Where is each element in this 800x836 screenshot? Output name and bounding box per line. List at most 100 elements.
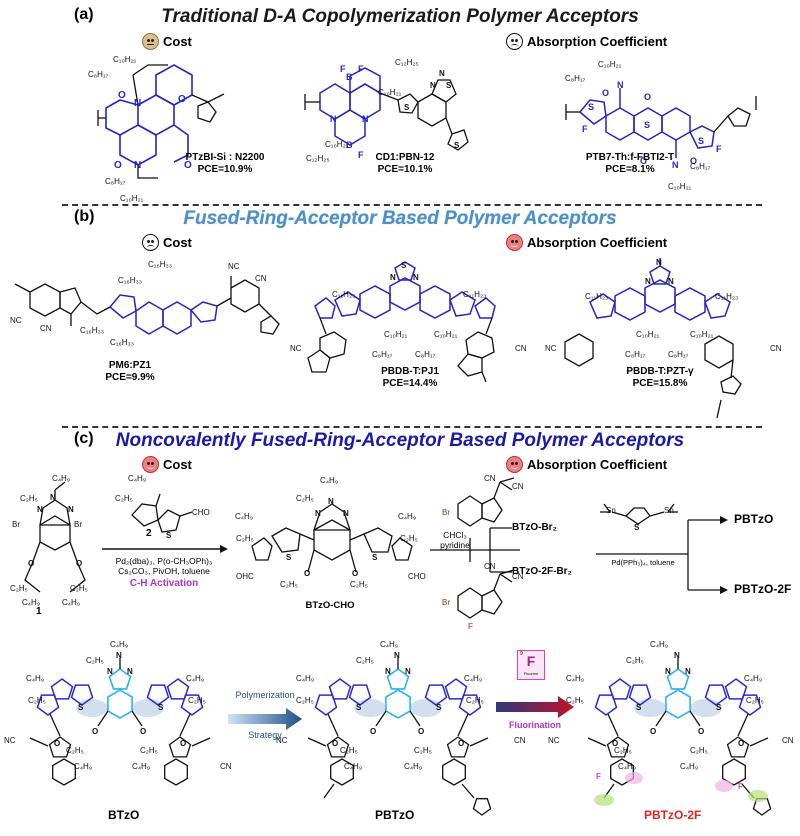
sad-face-icon: [506, 33, 523, 50]
chain-label: C₂H₅: [690, 746, 708, 755]
chain-label: C₄H₉: [398, 512, 416, 521]
chain-label: C₄H₉: [128, 474, 146, 483]
svg-text:O: O: [418, 727, 424, 736]
svg-text:O: O: [458, 739, 464, 748]
chain-label: C₄H₉: [650, 640, 668, 649]
distannyl-thiophene-structure: S: [600, 503, 678, 532]
chain-label: C₂H₅: [140, 746, 158, 755]
svg-text:N: N: [134, 98, 141, 109]
chain-label: Br: [442, 598, 450, 607]
sad-face-icon: [142, 234, 159, 251]
chain-label: C₂H₅: [188, 696, 206, 705]
svg-text:S: S: [166, 531, 172, 540]
svg-text:B: B: [346, 140, 353, 150]
chain-label: C₈H₁₇: [415, 350, 436, 359]
reagent-2-structure: S: [131, 493, 193, 540]
svg-text:N: N: [390, 273, 396, 282]
chain-label: NC: [10, 316, 22, 325]
svg-text:O: O: [690, 156, 697, 166]
svg-text:N: N: [343, 509, 349, 518]
chain-label: C₈H₁₇: [105, 177, 126, 186]
chain-label: C₄H₉: [26, 674, 44, 683]
section-c-label: (c): [74, 430, 94, 447]
svg-text:N: N: [617, 80, 624, 90]
chain-label: C₂H₅: [356, 656, 374, 665]
absorption-indicator-c: Absorption Coefficient: [506, 456, 667, 473]
chain-label: C₁₆H₃₃: [110, 338, 134, 347]
svg-text:O: O: [76, 559, 82, 568]
chain-label: C₁₁H₂₃: [463, 290, 487, 299]
chain-label: CN: [220, 762, 232, 771]
chain-label: C₁₀H₂₁: [434, 330, 458, 339]
chain-label: C₂H₅: [400, 534, 418, 543]
svg-text:O: O: [332, 739, 338, 748]
chain-label: C₁₀H₂₁: [668, 182, 692, 191]
svg-text:O: O: [602, 88, 609, 98]
svg-text:O: O: [612, 739, 618, 748]
chain-label: F: [738, 782, 743, 791]
svg-text:O: O: [114, 160, 122, 171]
chain-label: C₄H₉: [680, 762, 698, 771]
chain-label: CN: [515, 344, 527, 353]
section-a-title: Traditional D-A Copolymerization Polymer…: [161, 6, 639, 27]
polymerization-label: Polymerization: [235, 690, 295, 700]
svg-text:N: N: [674, 651, 680, 660]
chain-label: C₁₀H₂₁: [690, 330, 714, 339]
chain-label: C₄H₉: [296, 674, 314, 683]
svg-text:O: O: [370, 727, 376, 736]
svg-text:O: O: [698, 727, 704, 736]
svg-text:N: N: [330, 114, 337, 124]
chain-label: C₂H₅: [350, 580, 368, 589]
cost-indicator-c: Cost: [142, 456, 192, 473]
chain-label: C₁₆H₃₃: [80, 326, 104, 335]
molecule-label-btzo: BTzO: [108, 808, 140, 822]
chain-label: C₂H₅: [566, 696, 584, 705]
svg-text:F: F: [358, 150, 364, 160]
svg-text:N: N: [328, 497, 334, 506]
chain-label: NC: [548, 736, 560, 745]
chain-label: C₂H₅: [340, 746, 358, 755]
svg-text:S: S: [404, 103, 410, 112]
svg-text:O: O: [304, 569, 310, 578]
chain-label: C₈H₁₇: [565, 74, 586, 83]
chain-label: C₂H₅: [236, 534, 254, 543]
section-a-label: (a): [74, 6, 94, 23]
svg-text:O: O: [644, 92, 651, 102]
svg-text:S: S: [78, 703, 84, 712]
fluorination-label: Fluorination: [509, 720, 561, 730]
chain-label: C₄H₉: [186, 674, 204, 683]
svg-text:N: N: [439, 69, 445, 78]
svg-text:O: O: [650, 727, 656, 736]
svg-text:N: N: [134, 160, 141, 171]
fluorination-arrow-icon: [496, 696, 574, 718]
chain-label: CN: [40, 324, 52, 333]
reaction-arrow: [102, 545, 228, 553]
chain-label: C₁₆H₃₃: [118, 276, 142, 285]
chain-label: F: [596, 772, 601, 781]
svg-text:O: O: [54, 739, 60, 748]
svg-text:N: N: [665, 667, 671, 676]
chain-label: C₁₂H₂₅: [395, 58, 419, 67]
svg-text:N: N: [68, 505, 74, 514]
svg-text:N: N: [37, 505, 43, 514]
chain-label: Br: [442, 508, 450, 517]
chain-label: C₁₀H₂₁: [113, 55, 137, 64]
pz1-polymer-structure: [14, 276, 280, 335]
chain-label: C₂H₅: [66, 746, 84, 755]
section-divider: [62, 426, 762, 428]
chain-label: C₈H₁₇: [668, 350, 689, 359]
chain-label: CN: [782, 736, 794, 745]
chain-label: C₁₁H₂₃: [332, 290, 356, 299]
chain-label: C₂H₅: [10, 584, 28, 593]
chain-label: C₄H₉: [52, 474, 70, 483]
chain-label: C₈H₁₇: [690, 162, 711, 171]
chain-label: CHO: [192, 508, 210, 517]
final-product-pbtzo: PBTzO: [734, 512, 774, 526]
chain-label: C₂H₅: [86, 656, 104, 665]
svg-text:N: N: [315, 509, 321, 518]
